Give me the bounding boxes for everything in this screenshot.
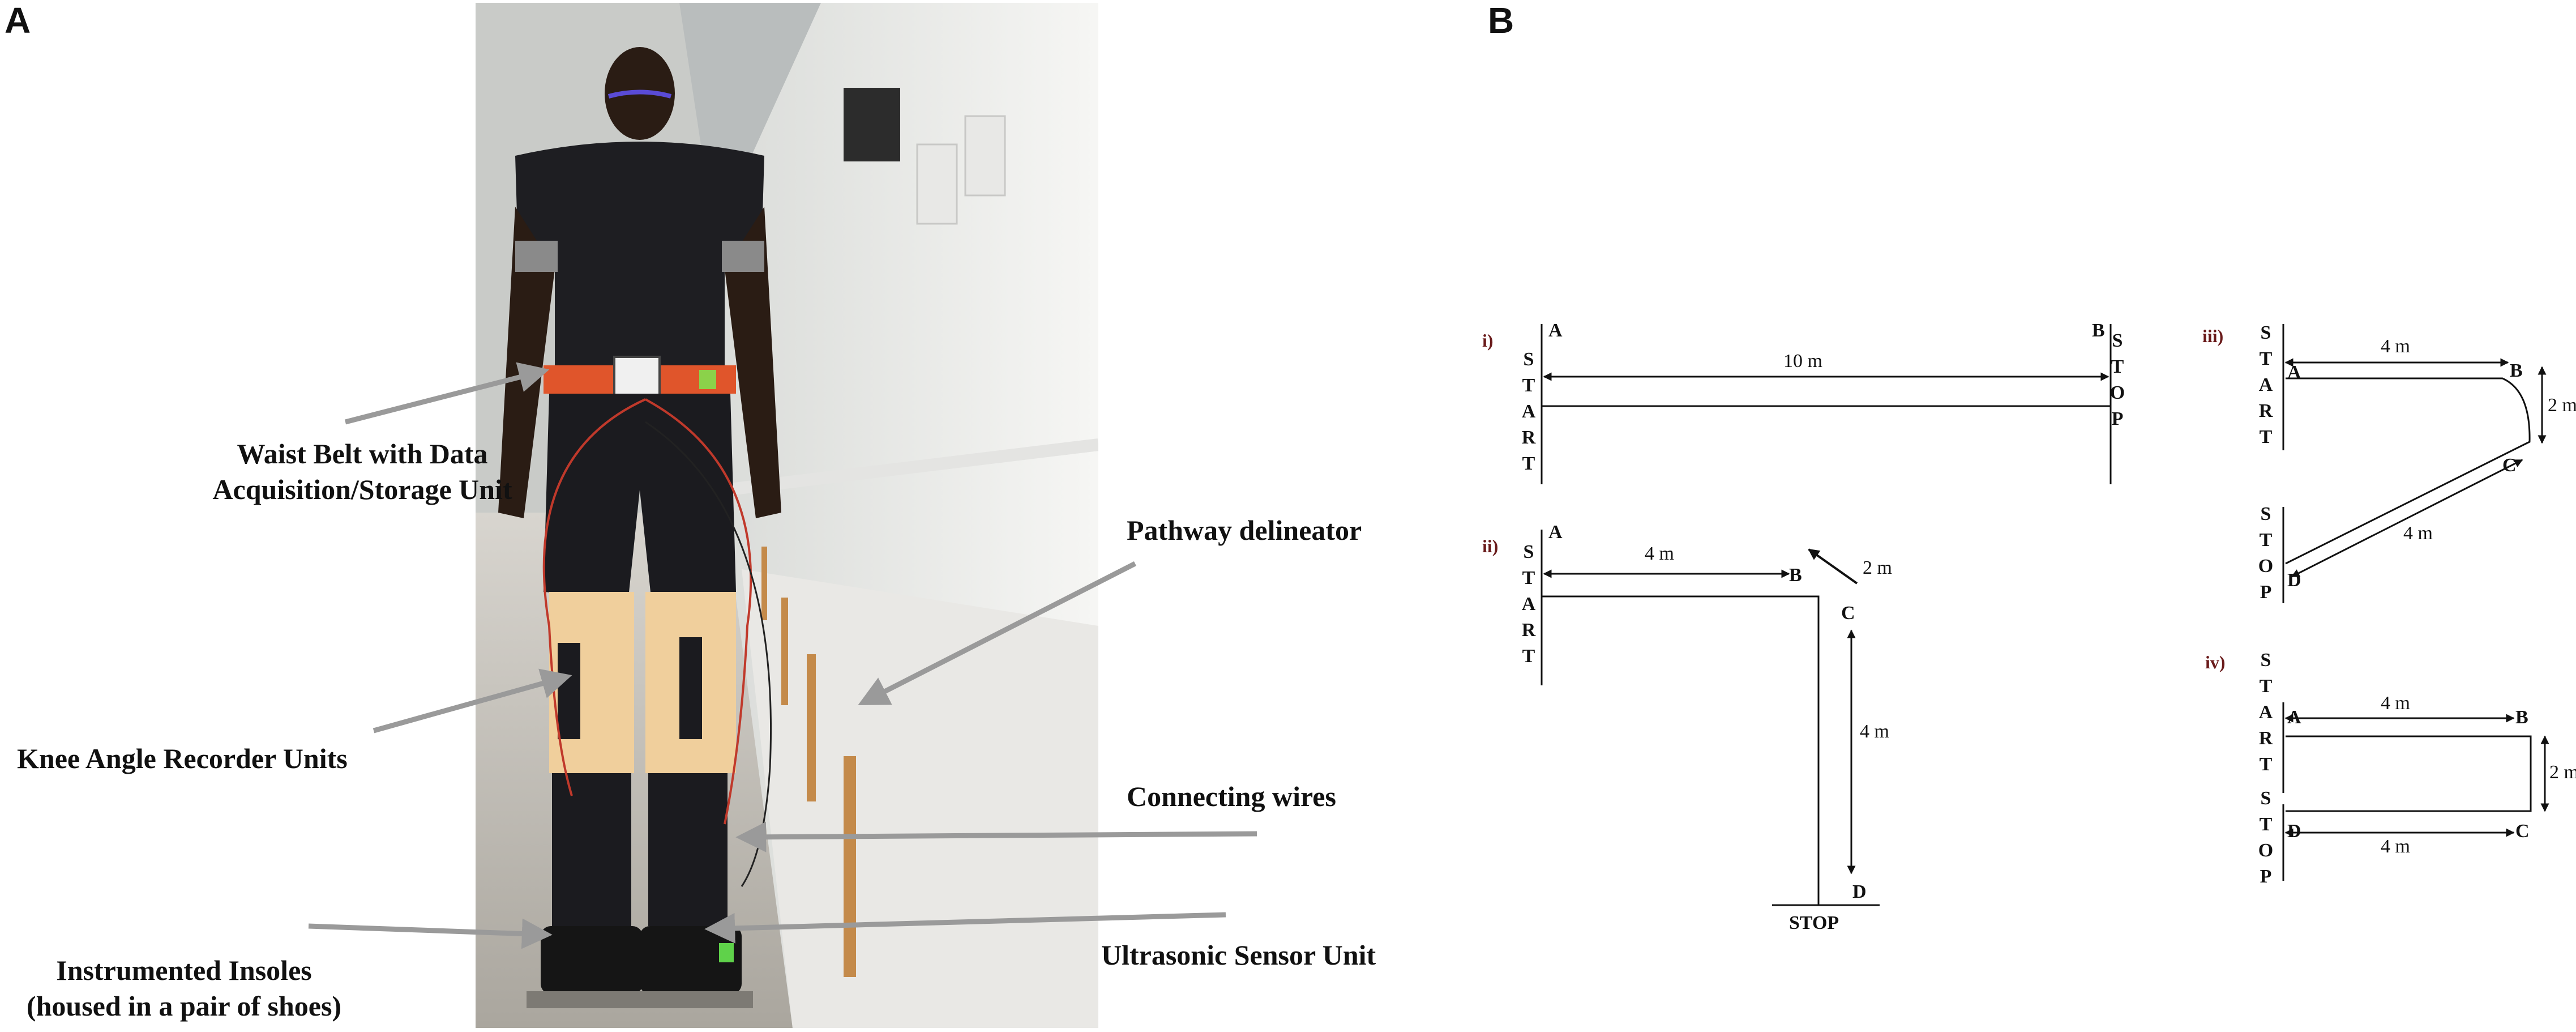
arrow-wires: [735, 821, 1257, 852]
diagram-iii-label: iii): [2202, 326, 2223, 346]
diagram-i-point-b: B: [2092, 320, 2105, 341]
callout-waist-belt-line2: Acquisition/Storage Unit: [212, 473, 512, 505]
callout-pathway-delineator: Pathway delineator: [1127, 514, 1362, 546]
arrow-ultrasonic: [704, 912, 1226, 944]
diagram-ii-dist-bc: 2 m: [1863, 557, 1892, 578]
diagram-ii-bc-arrow: [1808, 548, 1858, 585]
diagram-ii-point-a: A: [1548, 522, 1563, 543]
diagram-iii-cd-arrow: [2291, 459, 2523, 578]
diagram-ii-dist-ab: 4 m: [1645, 543, 1674, 564]
diagram-i-label: i): [1482, 330, 1494, 351]
diagram-iii-dist-ab: 4 m: [2381, 336, 2410, 357]
callout-connecting-wires: Connecting wires: [1127, 781, 1336, 812]
delineator-post: [807, 654, 816, 801]
panel-label-b: B: [1488, 0, 1514, 41]
diagram-ii-point-b: B: [1789, 565, 1802, 586]
connecting-wire: [542, 398, 646, 796]
person-torso: [515, 142, 764, 365]
diagram-iv-label: iv): [2205, 652, 2226, 672]
diagram-iii-path: [2285, 377, 2531, 565]
callout-instrumented-insoles: Instrumented Insoles (housed in a pair o…: [27, 953, 341, 1024]
diagram-ii-point-d: D: [1852, 881, 1867, 902]
diagram-iv-point-b: B: [2515, 707, 2528, 728]
diagram-ii-label: ii): [1482, 536, 1498, 556]
diagram-iii-point-c: C: [2502, 455, 2517, 476]
arrow-insoles: [308, 918, 553, 949]
callout-insoles-line1: Instrumented Insoles: [56, 954, 312, 986]
floor-mat: [527, 991, 753, 1008]
sleeve-stripe-right: [722, 241, 764, 272]
delineator-post: [844, 756, 856, 977]
wall-handrail: [724, 438, 1098, 496]
diagram-i-distance: 10 m: [1783, 351, 1822, 372]
callout-insoles-line2: (housed in a pair of shoes): [26, 990, 342, 1022]
diagram-iv-dist-ab: 4 m: [2381, 693, 2410, 714]
belt-indicator: [699, 370, 716, 389]
diagram-iii-point-a: A: [2287, 362, 2301, 383]
arrow-pathway: [858, 561, 1137, 705]
person-lower-leg-right: [648, 773, 728, 926]
sleeve-stripe-left: [515, 241, 558, 272]
diagram-i-point-a: A: [1548, 320, 1563, 341]
callout-arrows: [308, 362, 1257, 949]
diagram-iii-dist-bc: 2 m: [2548, 395, 2576, 416]
diagram-iii-dist-cd: 4 m: [2403, 523, 2433, 544]
diagram-iv-point-c: C: [2515, 821, 2530, 842]
connecting-wire: [645, 398, 752, 825]
delineator-post: [761, 547, 767, 620]
ceiling-duct: [679, 3, 821, 190]
person-lower-leg-left: [552, 773, 631, 926]
wall-plaque-left: [916, 143, 958, 225]
diagram-ii-stop: STOP: [1789, 912, 1839, 933]
head-band: [607, 89, 672, 99]
diagram-ii-path: [1542, 595, 1820, 905]
callout-waist-belt-line1: Waist Belt with Data: [237, 438, 488, 470]
callout-knee-angle-recorder: Knee Angle Recorder Units: [17, 743, 348, 774]
person-shorts: [544, 394, 736, 598]
ultrasonic-sensor-unit: [719, 943, 734, 962]
person-right-arm: [725, 207, 781, 518]
callout-waist-belt: Waist Belt with Data Acquisition/Storage…: [212, 436, 512, 507]
arrow-waist-belt: [344, 362, 550, 425]
diagram-ii-dist-cd: 4 m: [1860, 721, 1889, 742]
diagram-iv-point-d: D: [2287, 821, 2301, 842]
lower-wall-panel: [742, 569, 1098, 1028]
diagram-iv-dist-bc: 2 m: [2549, 762, 2576, 783]
knee-sensor-right: [679, 637, 702, 739]
panel-label-a: A: [5, 0, 31, 41]
diagram-iii-point-b: B: [2510, 360, 2523, 381]
diagram-iv-dist-cd: 4 m: [2381, 836, 2410, 857]
callout-ultrasonic-sensor: Ultrasonic Sensor Unit: [1101, 939, 1376, 971]
diagram-iv-path: [2286, 735, 2532, 812]
arrow-knee-angle: [373, 668, 572, 734]
instrumented-shoe-left: [541, 926, 643, 994]
diagram-iii-point-d: D: [2287, 570, 2301, 591]
delineator-post: [781, 598, 788, 705]
wall-speaker: [844, 88, 900, 161]
wall-plaque-right: [964, 115, 1006, 197]
diagram-ii-point-c: C: [1841, 603, 1855, 624]
